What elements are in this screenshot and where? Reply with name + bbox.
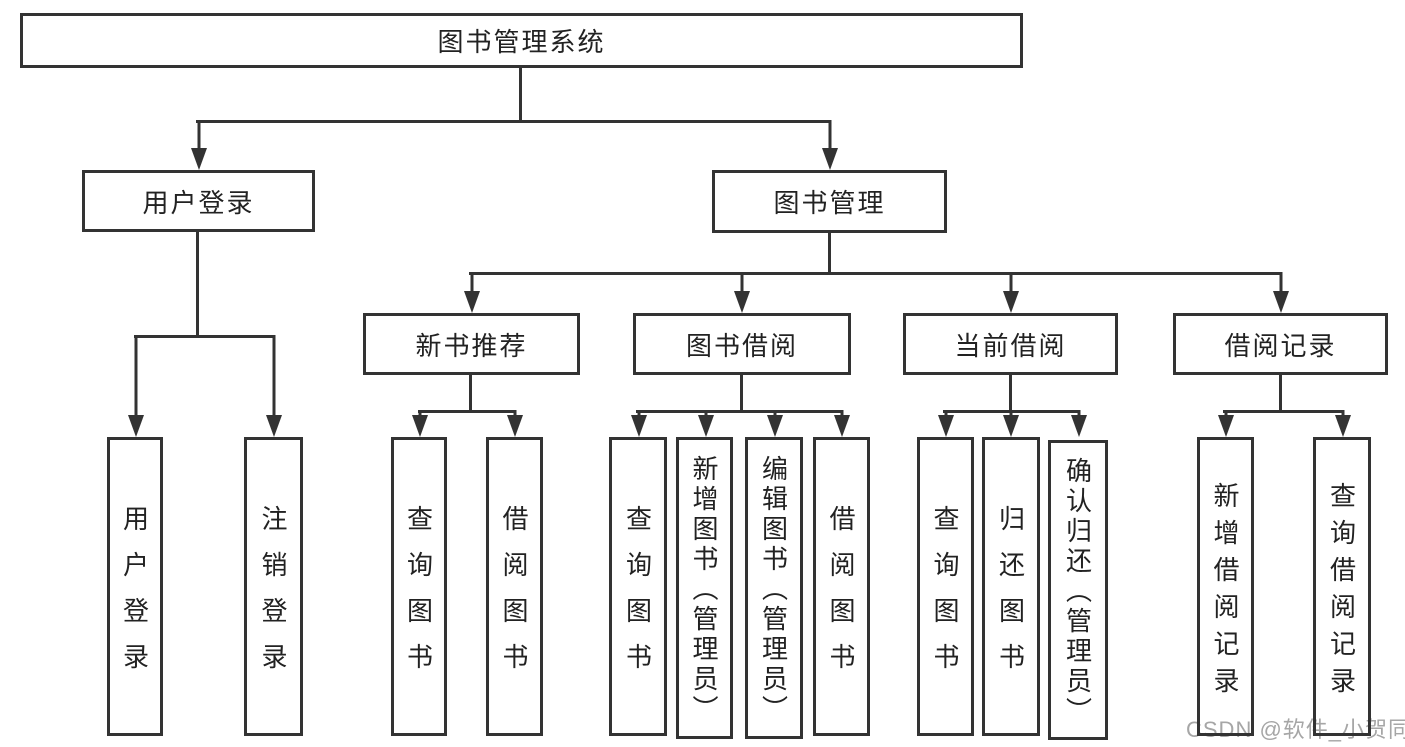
leaf-label: 编辑图书（管理员） <box>758 455 789 725</box>
node-current-borrow: 当前借阅 <box>903 313 1118 375</box>
arrow-down-icon <box>733 272 750 313</box>
arrow-down-icon <box>821 120 838 170</box>
leaf-current-confirm-return-admin: 确认归还（管理员） <box>1048 440 1108 740</box>
arrow-down-icon <box>127 335 144 437</box>
leaf-label: 确认归还（管理员） <box>1062 457 1093 727</box>
arrow-down-icon <box>265 335 282 437</box>
arrow-down-icon <box>937 410 954 437</box>
leaf-current-return-books: 归还图书 <box>982 437 1040 736</box>
leaf-label: 借阅图书 <box>499 504 529 689</box>
arrow-down-icon <box>1002 272 1019 313</box>
leaf-current-query-books: 查询图书 <box>917 437 974 736</box>
leaf-recommend-borrow-books: 借阅图书 <box>486 437 543 736</box>
leaf-record-query-borrow-record: 查询借阅记录 <box>1313 437 1371 736</box>
node-book-management: 图书管理 <box>712 170 947 233</box>
arrow-down-icon <box>833 410 850 437</box>
connector-line <box>519 68 522 123</box>
connector-line <box>1279 375 1282 413</box>
leaf-record-add-borrow-record: 新增借阅记录 <box>1197 437 1254 736</box>
leaf-label: 查询图书 <box>930 504 960 689</box>
leaf-user-login: 用户登录 <box>107 437 163 736</box>
node-book-borrow: 图书借阅 <box>633 313 851 375</box>
arrow-down-icon <box>697 410 714 437</box>
arrow-down-icon <box>411 410 428 437</box>
connector-line <box>196 120 831 123</box>
leaf-label: 查询借阅记录 <box>1326 481 1357 704</box>
leaf-label: 新增图书（管理员） <box>689 455 719 725</box>
leaf-borrow-borrow-books: 借阅图书 <box>813 437 870 736</box>
connector-line <box>469 375 472 413</box>
leaf-recommend-query-books: 查询图书 <box>391 437 447 736</box>
node-user-login: 用户登录 <box>82 170 315 232</box>
connector-line <box>828 233 831 275</box>
node-root: 图书管理系统 <box>20 13 1023 68</box>
connector-line <box>740 375 743 413</box>
arrow-down-icon <box>766 410 783 437</box>
connector-line <box>1223 410 1344 413</box>
leaf-label: 用户登录 <box>119 504 150 689</box>
connector-line <box>196 232 199 338</box>
arrow-down-icon <box>1334 410 1351 437</box>
connector-line <box>134 335 275 338</box>
node-borrow-record: 借阅记录 <box>1173 313 1388 375</box>
connector-line <box>469 272 1282 275</box>
arrow-down-icon <box>506 410 523 437</box>
leaf-label: 借阅图书 <box>826 504 856 689</box>
connector-line <box>636 410 843 413</box>
leaf-label: 查询图书 <box>622 504 653 689</box>
arrow-down-icon <box>1272 272 1289 313</box>
arrow-down-icon <box>463 272 480 313</box>
leaf-borrow-query-books: 查询图书 <box>609 437 667 736</box>
leaf-label: 新增借阅记录 <box>1210 481 1240 704</box>
arrow-down-icon <box>1217 410 1234 437</box>
leaf-label: 归还图书 <box>995 504 1026 689</box>
leaf-label: 查询图书 <box>403 504 434 689</box>
leaf-borrow-edit-books-admin: 编辑图书（管理员） <box>745 437 803 739</box>
connector-line <box>418 410 516 413</box>
connector-line <box>1009 375 1012 413</box>
node-new-book-recommend: 新书推荐 <box>363 313 580 375</box>
arrow-down-icon <box>1070 410 1087 437</box>
arrow-down-icon <box>630 410 647 437</box>
arrow-down-icon <box>1002 410 1019 437</box>
arrow-down-icon <box>190 120 207 170</box>
leaf-borrow-add-books-admin: 新增图书（管理员） <box>676 437 733 739</box>
leaf-label: 注销登录 <box>258 504 288 689</box>
leaf-logout: 注销登录 <box>244 437 303 736</box>
